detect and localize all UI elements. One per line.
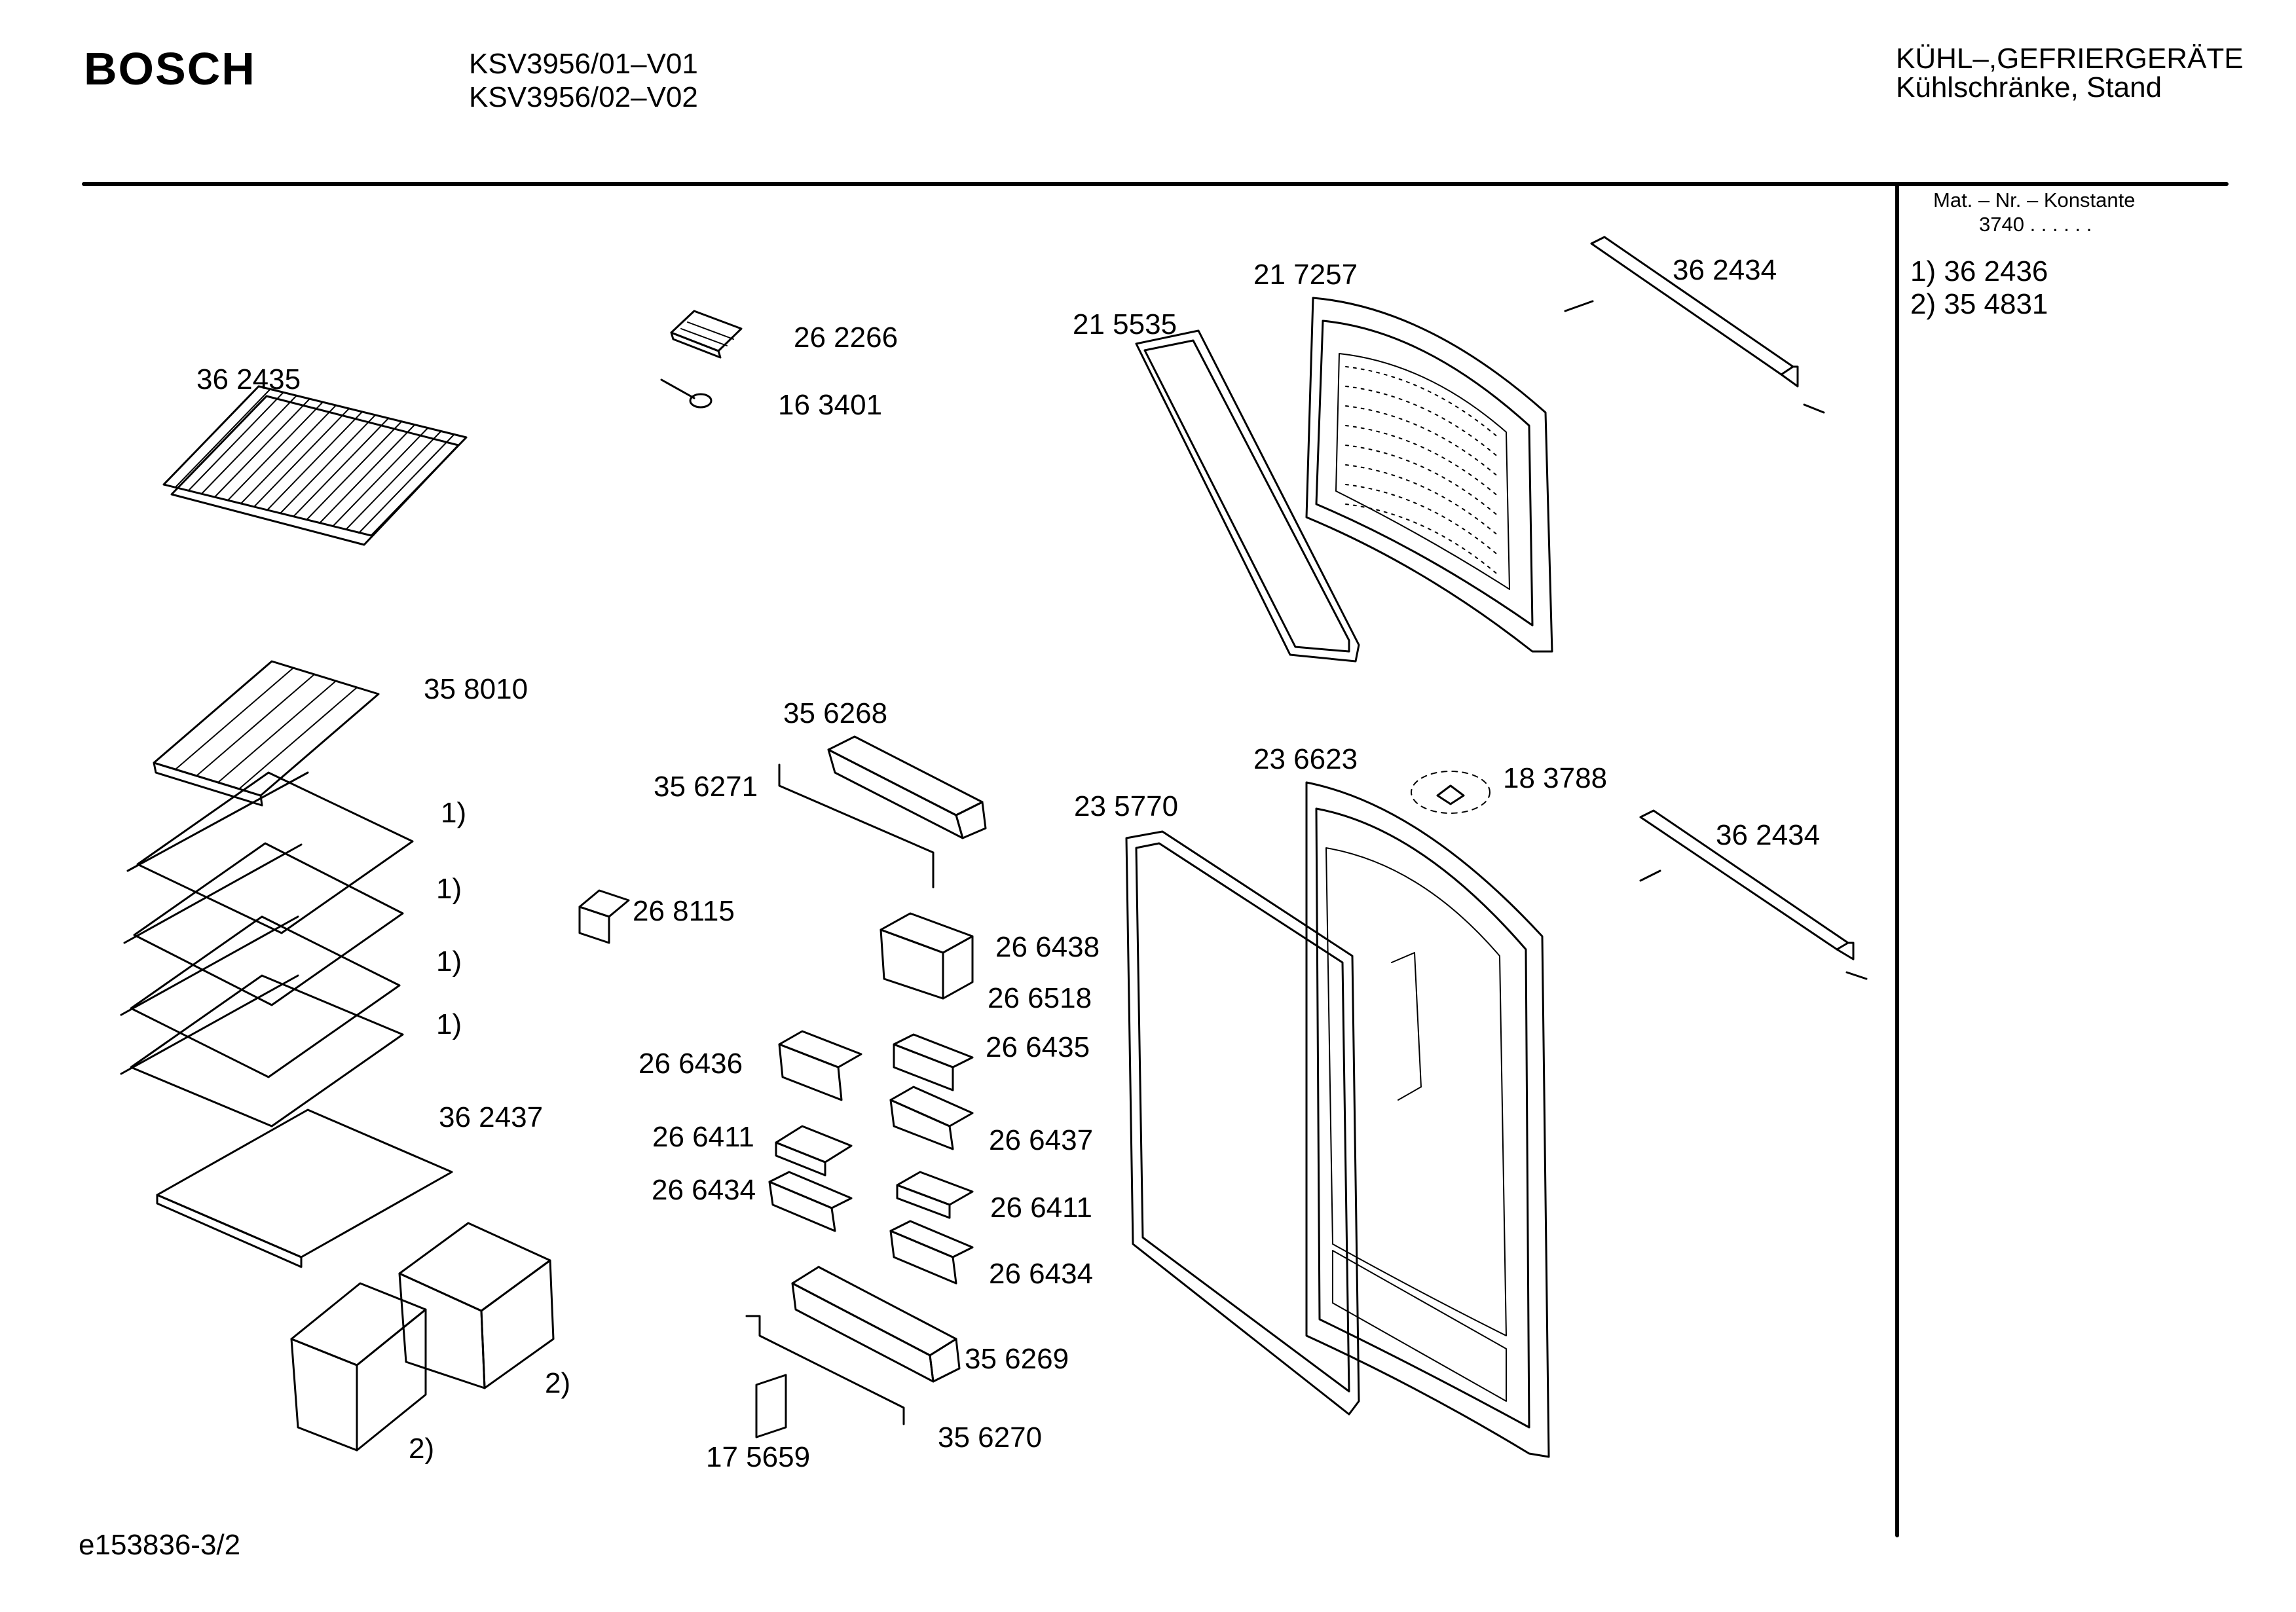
footnote-ref: 2): [409, 1433, 435, 1465]
door-bar-top-drawing: [778, 735, 987, 888]
hinge-bar-top-drawing: [1564, 236, 1825, 414]
part-label: 26 2266: [794, 321, 898, 354]
crisper-drawers-drawing: [290, 1222, 555, 1452]
model-number-2: KSV3956/02–V02: [469, 81, 698, 113]
part-label: 36 2434: [1716, 819, 1821, 851]
part-label: 21 7257: [1253, 259, 1358, 291]
footnote-ref: 1): [436, 1008, 462, 1040]
footnote-ref: 1): [441, 797, 467, 829]
footnote-ref: 1): [436, 945, 462, 978]
fridge-door-drawing: [1305, 781, 1550, 1458]
part-label: 26 6435: [986, 1031, 1090, 1063]
document-id: e153836-3/2: [79, 1529, 241, 1561]
category-title: KÜHL–,GEFRIERGERÄTE: [1896, 43, 2244, 75]
door-bar-bottom-drawing: [745, 1266, 961, 1438]
scraper-drawing: [660, 378, 713, 409]
shelf-cover-drawing: [153, 660, 380, 807]
category-subtitle: Kühlschränke, Stand: [1896, 71, 2162, 103]
footnote-ref: 1): [436, 873, 462, 905]
part-label: 26 6438: [995, 931, 1100, 963]
footnote-1: 1) 36 2436: [1910, 255, 2048, 287]
part-label: 26 6434: [989, 1258, 1094, 1290]
part-label: 26 6411: [652, 1121, 754, 1153]
footnote-2: 2) 35 4831: [1910, 288, 2048, 320]
freezer-door-drawing: [1305, 297, 1553, 653]
bottom-shelf-drawing: [156, 1108, 453, 1268]
model-number-1: KSV3956/01–V01: [469, 48, 698, 80]
part-label: 23 5770: [1074, 790, 1179, 822]
part-label: 26 6436: [639, 1048, 743, 1080]
glass-shelves-drawing: [120, 771, 414, 1127]
part-label: 18 3788: [1503, 762, 1608, 794]
brand-logo: BOSCH: [84, 43, 256, 94]
part-label: 26 6518: [988, 982, 1092, 1014]
door-stop-drawing: [1411, 771, 1491, 814]
part-label: 21 5535: [1073, 308, 1177, 340]
part-label: 36 2434: [1673, 254, 1777, 286]
part-label: 35 6269: [965, 1343, 1069, 1375]
footnote-ref: 2): [545, 1367, 571, 1399]
freezer-gasket-drawing: [1135, 329, 1360, 663]
part-label: 26 6434: [652, 1174, 756, 1206]
part-label: 26 8115: [633, 895, 735, 927]
hinge-bar-bottom-drawing: [1639, 809, 1868, 980]
wire-shelf-drawing: [162, 385, 468, 546]
mat-nr-header: Mat. – Nr. – Konstante: [1933, 189, 2136, 211]
ice-tray-drawing: [670, 310, 743, 359]
part-label: 16 3401: [778, 389, 883, 421]
part-label: 35 8010: [424, 673, 528, 705]
part-label: 23 6623: [1253, 743, 1358, 775]
door-bins-drawing: [768, 912, 974, 1285]
part-label: 35 6271: [654, 771, 758, 803]
part-label: 17 5659: [706, 1441, 811, 1473]
mat-nr-constant: 3740 . . . . . .: [1979, 213, 2092, 236]
part-label: 35 6268: [783, 697, 888, 729]
egg-holder-drawing: [578, 889, 630, 944]
part-label: 26 6411: [990, 1192, 1092, 1224]
part-label: 36 2435: [196, 363, 301, 395]
part-label: 26 6437: [989, 1124, 1094, 1156]
part-label: 36 2437: [439, 1101, 544, 1133]
part-label: 35 6270: [938, 1421, 1043, 1454]
fridge-gasket-drawing: [1125, 830, 1360, 1416]
